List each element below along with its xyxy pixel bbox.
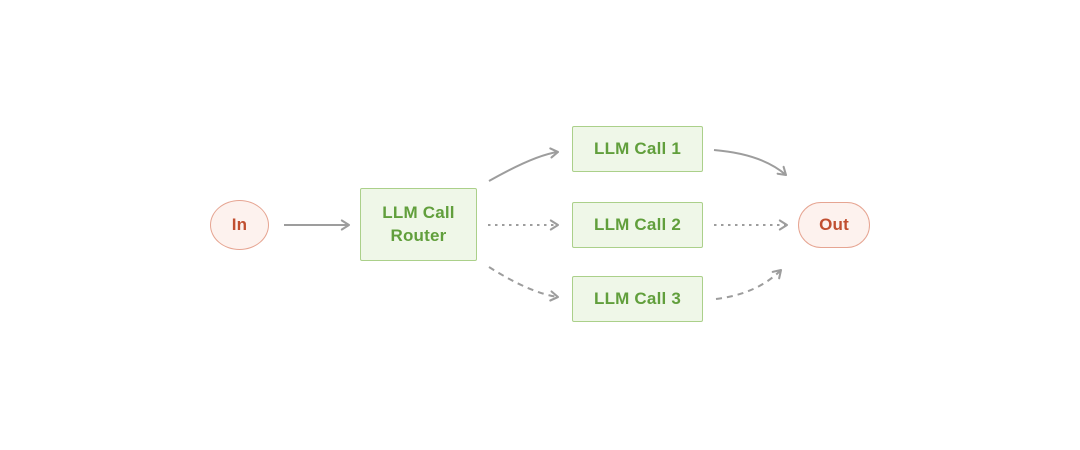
node-llm-call-3: LLM Call 3 [572, 276, 703, 322]
node-input-label: In [231, 215, 248, 234]
node-llm-call-3-label: LLM Call 3 [593, 288, 681, 308]
node-input: In [210, 200, 269, 250]
node-output: Out [798, 202, 870, 248]
node-router: LLM Call Router [360, 188, 477, 261]
node-llm-call-2: LLM Call 2 [572, 202, 703, 248]
edge-call3-out [715, 268, 783, 300]
node-llm-call-2-label: LLM Call 2 [593, 214, 681, 234]
node-llm-call-1: LLM Call 1 [572, 126, 703, 172]
node-llm-call-1-label: LLM Call 1 [593, 138, 681, 158]
edge-call1-out [713, 149, 788, 177]
node-router-label: LLM Call Router [382, 202, 455, 245]
node-output-label: Out [819, 215, 849, 234]
edge-router-call1 [488, 147, 560, 182]
edge-router-call3 [488, 266, 560, 302]
